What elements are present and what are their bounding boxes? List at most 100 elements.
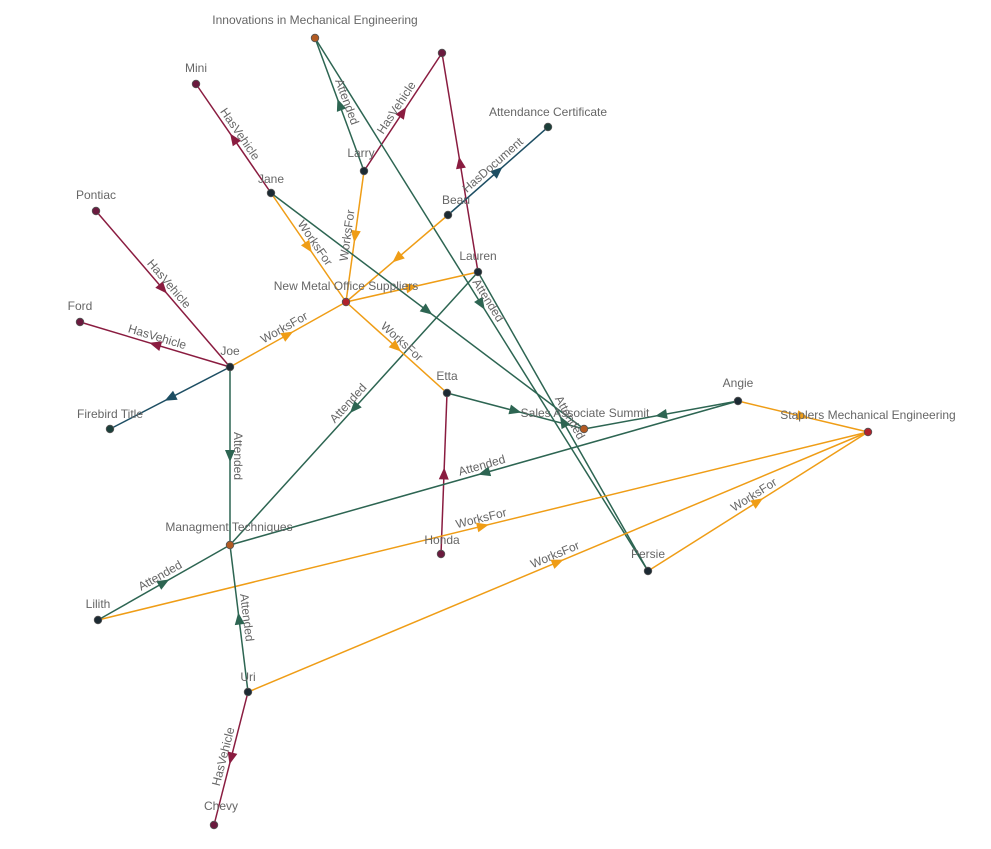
node-v_top[interactable] [437,48,447,58]
edge-worksfor [345,301,448,394]
edge-arrowhead [438,467,449,480]
node-chevy[interactable] [209,820,219,830]
edge-attended [270,192,585,430]
node-label-attcert: Attendance Certificate [489,105,607,119]
node-label-persie: Persie [631,547,665,561]
edge-arrowhead [475,522,489,533]
node-label-chevy: Chevy [204,799,238,813]
edge-arrowhead [796,410,809,420]
edge-worksfor [345,271,479,303]
edge-hasvehicle [441,52,479,273]
node-label-lauren: Lauren [459,249,496,263]
edge-arrowhead [280,331,294,342]
edge-attended [229,400,739,546]
edges-layer [79,37,869,826]
node-etta[interactable] [442,388,452,398]
node-lilith[interactable] [93,615,103,625]
edge-arrowhead [405,283,418,294]
node-beau[interactable] [443,210,453,220]
node-label-lilith: Lilith [86,597,111,611]
edge-arrowhead [350,229,361,243]
edge-label: WorksFor [728,475,779,514]
edge-arrowhead [474,296,485,310]
node-larry[interactable] [359,166,369,176]
edge-arrowhead [419,303,433,315]
node-joe[interactable] [225,362,235,372]
edge-worksfor [345,214,449,303]
edge-worksfor [345,170,365,303]
node-ford[interactable] [75,317,85,327]
node-label-joe: Joe [220,344,240,358]
node-label-uri: Uri [240,670,255,684]
node-label-innovations: Innovations in Mechanical Engineering [212,13,417,27]
edge-arrowhead [336,98,347,112]
edge-attended [477,271,649,572]
node-uri[interactable] [243,687,253,697]
edge-attended [446,392,585,430]
edge-arrowhead [395,106,407,120]
node-persie[interactable] [643,566,653,576]
edge-arrowhead [388,339,401,352]
edge-label: Attended [327,381,370,426]
edge-label: WorksFor [295,218,336,269]
edge-worksfor [270,192,347,303]
node-innovations[interactable] [310,33,320,43]
nodes-layer [75,33,873,830]
node-honda[interactable] [436,549,446,559]
edge-hasvehicle [95,210,231,368]
node-nmos[interactable] [341,297,351,307]
node-angie[interactable] [733,396,743,406]
node-firebird[interactable] [105,424,115,434]
edge-arrowhead [349,400,362,413]
edge-label: WorksFor [337,209,358,262]
edge-attended [97,544,231,621]
edge-arrowhead [750,498,764,509]
node-labels-layer: Innovations in Mechanical EngineeringMin… [68,13,956,813]
node-mt[interactable] [225,540,235,550]
edge-worksfor [737,400,869,433]
edge-arrowhead [225,450,235,462]
node-label-mini: Mini [185,61,207,75]
node-lauren[interactable] [473,267,483,277]
edge-hasvehicle [213,691,249,826]
node-label-ford: Ford [68,299,93,313]
edge-label: Attended [332,77,362,127]
node-pontiac[interactable] [91,206,101,216]
node-sme[interactable] [863,427,873,437]
edge-hasvehicle [363,52,443,172]
edge-hasdocument [447,126,549,216]
edge-label: Attended [470,276,507,324]
node-jane[interactable] [266,188,276,198]
node-label-pontiac: Pontiac [76,188,116,202]
edge-label: Attended [237,593,257,642]
edge-arrowhead [478,466,492,477]
node-sas[interactable] [579,424,589,434]
edge-arrowhead [234,612,245,626]
node-label-angie: Angie [723,376,754,390]
edge-label: WorksFor [258,309,310,347]
edge-worksfor [229,301,347,368]
edge-attended [229,544,249,693]
edge-label: Attended [231,432,245,480]
edge-label: HasVehicle [374,78,419,136]
edge-label: HasVehicle [144,256,194,311]
edge-attended [583,400,739,430]
edge-hasvehicle [79,321,231,368]
edge-arrowhead [560,416,571,430]
edge-attended [229,271,479,546]
edge-hasvehicle [195,83,272,194]
edge-arrowhead [156,579,170,590]
edge-arrowhead [490,167,503,179]
edge-worksfor [647,431,869,572]
edge-label: HasVehicle [217,105,263,163]
node-label-mt: Managment Techniques [165,520,292,534]
edge-attended [225,367,235,545]
node-label-beau: Beau [442,193,470,207]
edge-label: HasDocument [460,134,527,195]
edge-attended [314,37,365,172]
edge-arrowhead [227,751,238,765]
node-mini[interactable] [191,79,201,89]
node-attcert[interactable] [543,122,553,132]
